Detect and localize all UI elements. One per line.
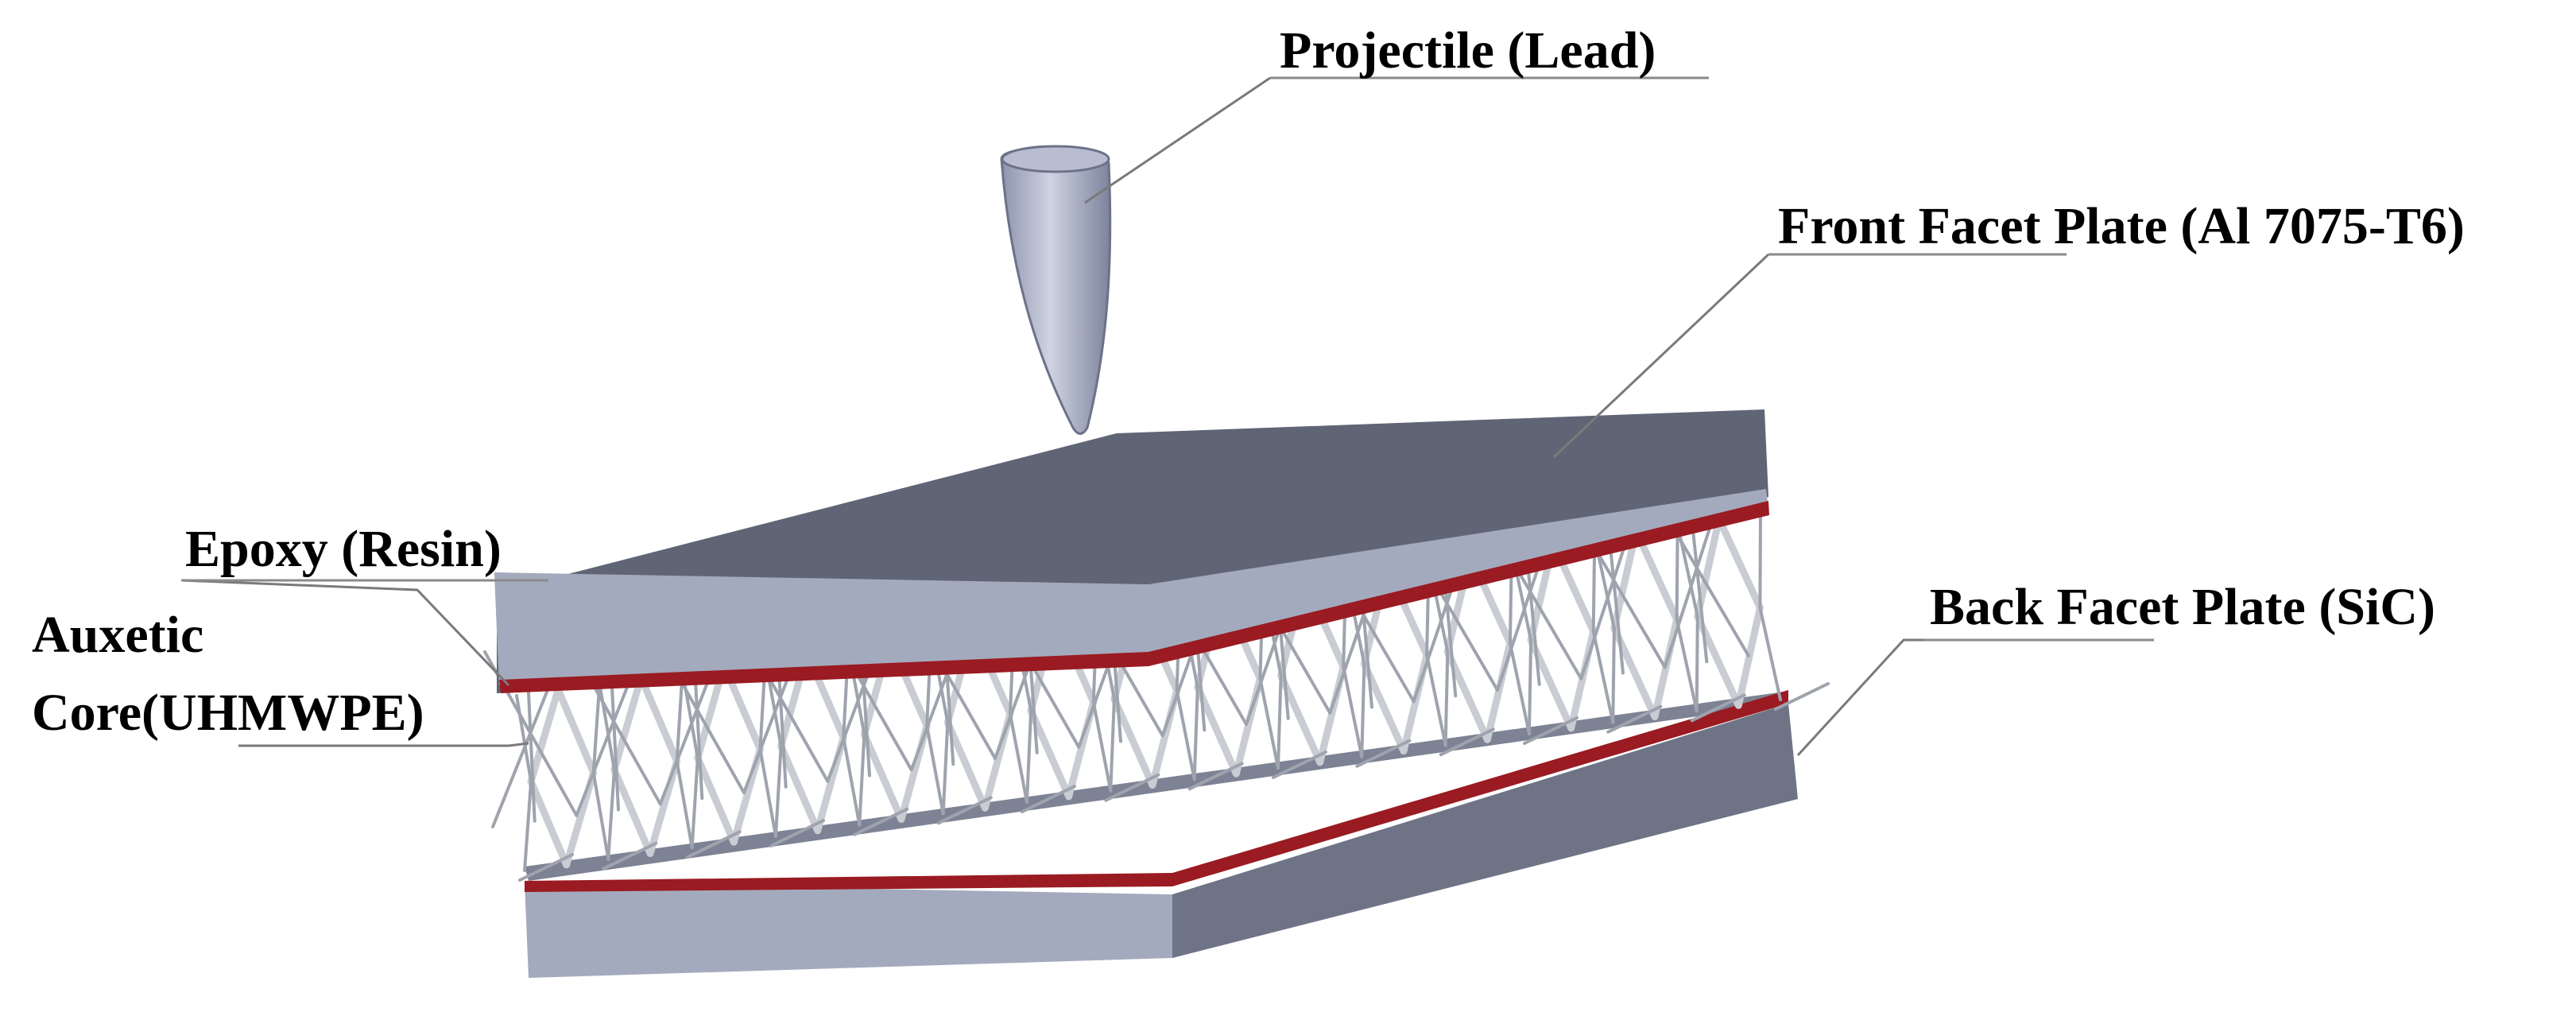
front-plate-label: Front Facet Plate (Al 7075-T6) <box>1778 197 2465 255</box>
lattice-strut <box>758 747 777 838</box>
lattice-base-strut <box>1774 682 1830 711</box>
lattice-base-strut <box>1355 739 1412 768</box>
lattice-strut <box>1591 630 1615 724</box>
lattice-strut <box>925 723 945 816</box>
lattice-strut <box>1008 712 1028 804</box>
back-plate-leader <box>1796 638 1923 757</box>
back-plate-front-face <box>525 882 1172 978</box>
lattice-strut <box>1508 641 1531 735</box>
lattice-strut <box>527 685 562 785</box>
lattice-strut <box>1675 523 1679 622</box>
lattice-strut <box>1528 638 1533 735</box>
front-resin-layer <box>499 501 1769 693</box>
lattice-strut <box>842 735 862 827</box>
lattice-strut <box>690 756 699 850</box>
leader-lines <box>180 76 2154 757</box>
front-facet-plate <box>494 409 1769 693</box>
lattice-strut <box>1443 650 1450 747</box>
lattice-strut <box>523 780 533 872</box>
lattice-strut <box>610 673 645 774</box>
lattice-base-strut <box>1272 750 1327 779</box>
projectile-leader <box>1084 76 1271 204</box>
front-plate-leader <box>1552 253 1770 459</box>
lattice-strut <box>606 768 616 861</box>
lattice-strut <box>860 731 905 823</box>
lattice-strut <box>1276 673 1283 770</box>
lattice-strut <box>1758 606 1782 701</box>
auxetic-leader <box>238 742 529 747</box>
back-plate-label: Back Facet Plate (SiC) <box>1930 578 2435 636</box>
lattice-strut <box>1258 677 1280 770</box>
lattice-strut <box>1110 695 1156 789</box>
lattice-strut <box>637 673 681 765</box>
lattice-strut <box>1758 511 1762 610</box>
lattice-base-strut <box>685 830 742 859</box>
auxetic-label-line2: Core(UHMWPE) <box>32 684 424 742</box>
lattice-strut <box>1025 709 1033 804</box>
lattice-strut <box>1611 626 1616 724</box>
lattice-strut <box>1091 700 1113 793</box>
lattice-strut <box>1194 684 1240 778</box>
lattice-strut <box>527 778 571 869</box>
projectile-base <box>1001 145 1110 173</box>
lattice-strut <box>694 754 738 846</box>
projectile-body <box>1000 146 1112 435</box>
lattice-strut <box>1360 661 1366 758</box>
lattice-strut <box>1109 697 1116 793</box>
lattice-strut <box>774 744 783 838</box>
auxetic-label-line1: Auxetic <box>32 606 203 664</box>
lattice-strut <box>1027 707 1073 801</box>
lattice-strut <box>675 759 694 850</box>
lattice-base-strut <box>1021 785 1076 813</box>
lattice-strut <box>1715 515 1764 611</box>
projectile-label: Projectile (Lead) <box>1280 21 1656 80</box>
lattice-base-strut <box>1439 727 1495 757</box>
lattice-strut <box>591 681 602 774</box>
lattice-strut <box>1277 672 1324 766</box>
lattice-base-strut <box>853 807 909 836</box>
lattice-base-strut <box>769 819 825 847</box>
lattice-strut <box>610 766 654 857</box>
lattice-strut <box>1425 653 1447 747</box>
lattice-strut <box>591 771 610 861</box>
epoxy-label: Epoxy (Resin) <box>185 520 502 578</box>
front-plate-face <box>494 572 1149 685</box>
lattice-base-strut <box>1104 773 1160 802</box>
lattice-strut <box>858 732 866 827</box>
lattice-strut <box>1695 615 1699 713</box>
lattice-strut <box>1175 688 1196 781</box>
lattice-strut <box>675 669 684 763</box>
projectile <box>1000 145 1112 435</box>
lattice-strut <box>1342 665 1364 758</box>
lattice-base-strut <box>518 853 574 882</box>
lattice-base-strut <box>1690 693 1746 723</box>
lattice-strut <box>1192 685 1199 781</box>
lattice-strut <box>1675 618 1699 713</box>
lattice-strut <box>943 719 989 812</box>
lattice-strut <box>941 721 950 816</box>
epoxy-leader <box>180 579 510 687</box>
lattice-base-strut <box>1606 704 1663 734</box>
lattice-strut <box>777 743 822 835</box>
lattice-base-strut <box>1187 762 1244 791</box>
lattice-base-strut <box>1523 716 1579 745</box>
lattice-strut <box>554 685 598 777</box>
lattice-base-strut <box>936 796 993 825</box>
lattice-base-strut <box>602 841 658 871</box>
back-plate-side-face <box>1172 704 1798 958</box>
